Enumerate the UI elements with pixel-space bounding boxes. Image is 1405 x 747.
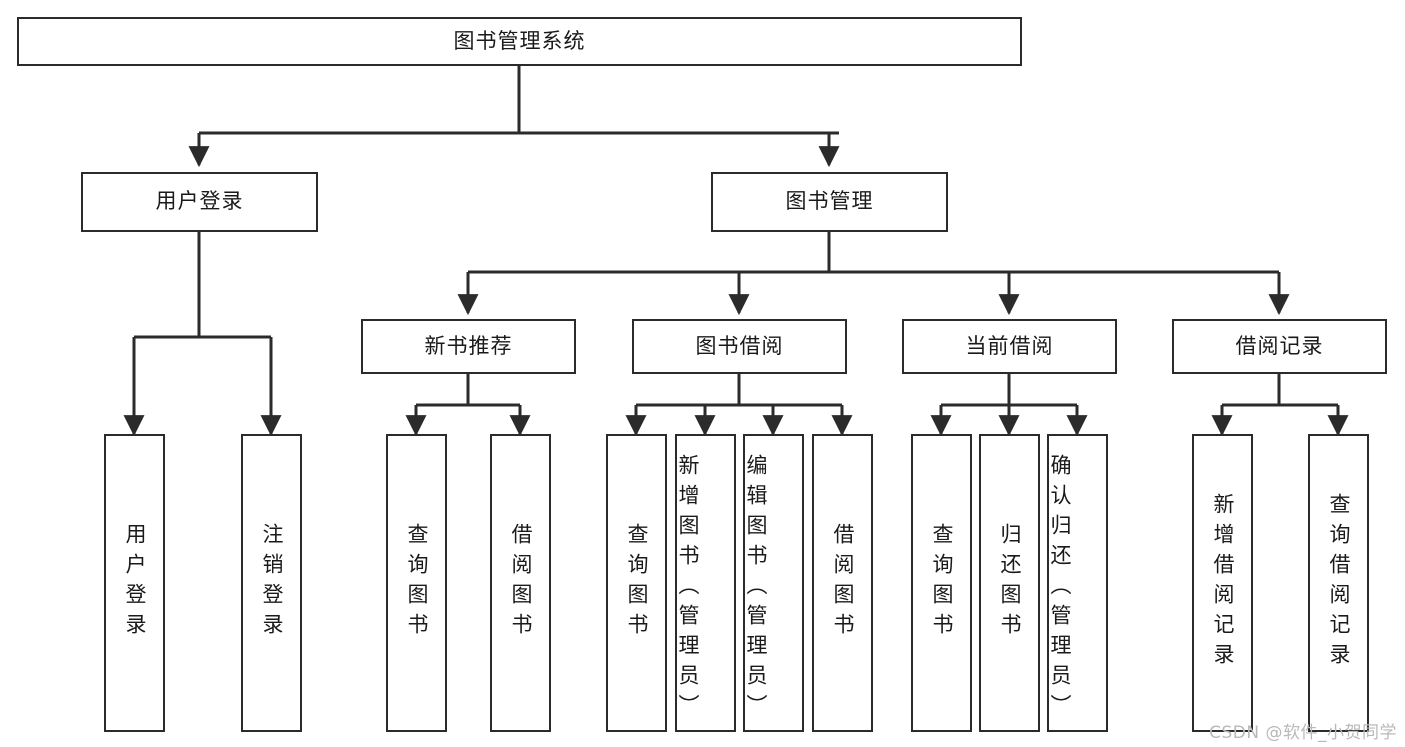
leaf-record-query-record[interactable]: 查询借阅记录: [1308, 434, 1369, 732]
node-new-book-recommend[interactable]: 新书推荐: [361, 319, 576, 374]
leaf-label: 注销登录: [260, 523, 284, 643]
leaf-label: 借阅图书: [509, 523, 533, 643]
leaf-label: 查询借阅记录: [1327, 493, 1351, 673]
leaf-borrow-edit-book-admin[interactable]: 编辑图书（管理员）: [743, 434, 804, 732]
leaf-current-return-book[interactable]: 归还图书: [979, 434, 1040, 732]
node-user-login[interactable]: 用户登录: [81, 172, 318, 232]
leaf-label: 查询图书: [930, 523, 954, 643]
watermark: CSDN @软件_小贺同学: [1209, 723, 1397, 743]
node-label: 图书借阅: [695, 333, 784, 358]
leaf-user-login[interactable]: 用户登录: [104, 434, 165, 732]
leaf-label: 借阅图书: [831, 523, 855, 643]
leaf-label: 新增借阅记录: [1211, 493, 1235, 673]
node-book-management[interactable]: 图书管理: [711, 172, 948, 232]
node-label: 图书管理系统: [453, 28, 586, 53]
leaf-borrow-add-book-admin[interactable]: 新增图书（管理员）: [675, 434, 736, 732]
leaf-label: 用户登录: [123, 523, 147, 643]
node-label: 用户登录: [155, 189, 244, 214]
node-current-borrow[interactable]: 当前借阅: [902, 319, 1117, 374]
leaf-label: 确认归还（管理员）: [1048, 454, 1072, 724]
node-label: 借阅记录: [1235, 333, 1324, 358]
leaf-record-add-record[interactable]: 新增借阅记录: [1192, 434, 1253, 732]
leaf-borrow-borrow-book[interactable]: 借阅图书: [812, 434, 873, 732]
node-book-borrow[interactable]: 图书借阅: [632, 319, 847, 374]
node-borrow-record[interactable]: 借阅记录: [1172, 319, 1387, 374]
leaf-current-query-book[interactable]: 查询图书: [911, 434, 972, 732]
node-label: 图书管理: [785, 189, 874, 214]
leaf-current-confirm-return-admin[interactable]: 确认归还（管理员）: [1047, 434, 1108, 732]
node-label: 当前借阅: [965, 333, 1054, 358]
node-label: 新书推荐: [424, 333, 513, 358]
leaf-label: 查询图书: [405, 523, 429, 643]
leaf-label: 查询图书: [625, 523, 649, 643]
leaf-borrow-query-book[interactable]: 查询图书: [606, 434, 667, 732]
leaf-label: 归还图书: [998, 523, 1022, 643]
leaf-label: 编辑图书（管理员）: [744, 454, 768, 724]
leaf-label: 新增图书（管理员）: [676, 454, 700, 724]
leaf-user-logout[interactable]: 注销登录: [241, 434, 302, 732]
leaf-recommend-query-book[interactable]: 查询图书: [386, 434, 447, 732]
leaf-recommend-borrow-book[interactable]: 借阅图书: [490, 434, 551, 732]
node-root-book-management-system[interactable]: 图书管理系统: [17, 17, 1022, 66]
